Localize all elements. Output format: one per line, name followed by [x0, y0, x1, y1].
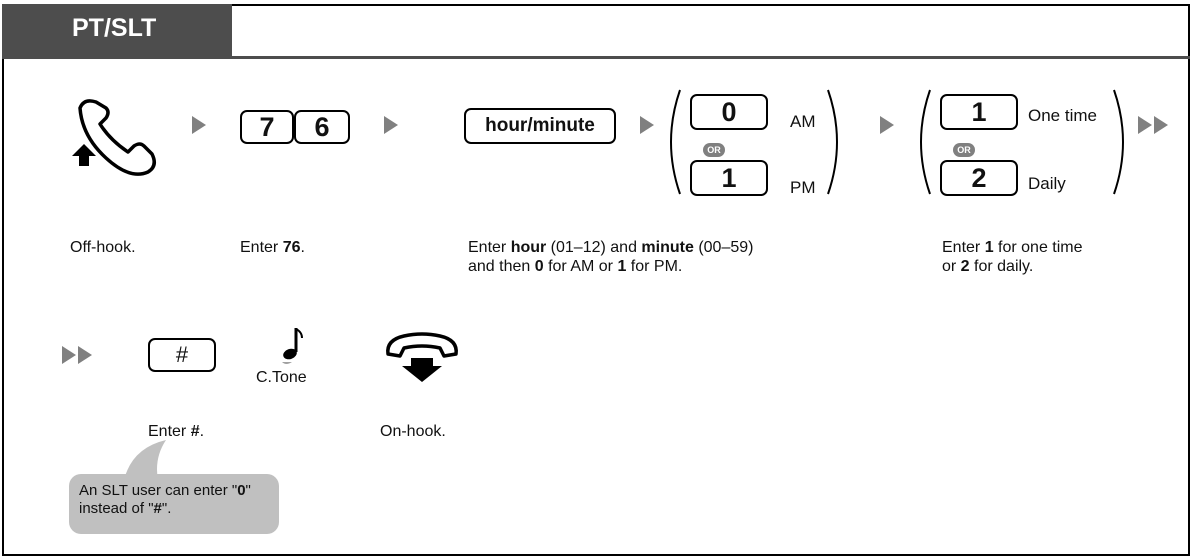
daily-key: 2	[940, 160, 1018, 196]
or-badge: OR	[953, 143, 975, 157]
caption-on-hook: On-hook.	[380, 423, 446, 440]
on-hook-handset-icon	[386, 332, 458, 382]
key-6: 6	[294, 110, 350, 144]
note-bubble-tail	[124, 440, 166, 480]
one-time-label: One time	[1028, 106, 1097, 125]
off-hook-handset-icon	[72, 99, 156, 176]
header-rule	[2, 56, 1190, 59]
continue-arrow	[62, 346, 76, 364]
hash-key: #	[148, 338, 216, 372]
one-time-key: 1	[940, 94, 1018, 130]
am-key: 0	[690, 94, 768, 130]
continue-arrow	[1138, 116, 1152, 134]
step-arrow	[192, 116, 206, 134]
hour-minute-key: hour/minute	[464, 108, 616, 144]
caption-enter-time: Enter hour (01–12) and minute (00–59)and…	[468, 239, 754, 275]
or-badge: OR	[703, 143, 725, 157]
caption-off-hook: Off-hook.	[70, 239, 136, 256]
caption-enter-hash: Enter #.	[148, 423, 205, 440]
daily-label: Daily	[1028, 174, 1066, 193]
right-paren	[827, 89, 838, 195]
header-tab: PT/SLT	[2, 4, 232, 58]
note-bubble: An SLT user can enter "0" instead of "#"…	[69, 474, 279, 534]
left-paren	[920, 89, 931, 195]
continue-arrow	[78, 346, 92, 364]
note-line-1: An SLT user can enter "0"	[79, 482, 251, 499]
page-title: PT/SLT	[72, 14, 157, 42]
step-arrow	[640, 116, 654, 134]
continue-arrow	[1154, 116, 1168, 134]
step-arrow	[880, 116, 894, 134]
note-line-2: instead of "#".	[79, 500, 172, 517]
caption-enter-76: Enter 76.	[240, 239, 305, 256]
procedure-frame	[2, 4, 1190, 556]
pm-label: PM	[790, 178, 816, 197]
key-7: 7	[240, 110, 294, 144]
pm-key: 1	[690, 160, 768, 196]
music-note-icon	[282, 328, 303, 364]
step-arrow	[384, 116, 398, 134]
am-label: AM	[790, 112, 816, 131]
left-paren	[670, 89, 681, 195]
right-paren	[1113, 89, 1124, 195]
tone-label: C.Tone	[256, 369, 307, 386]
